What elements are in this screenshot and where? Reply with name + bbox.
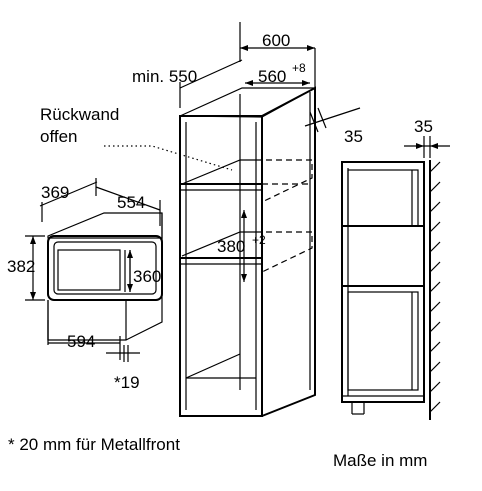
dim-600: 600 bbox=[239, 22, 316, 95]
units-note: Maße in mm bbox=[333, 451, 427, 470]
dim-560: 560 +8 bbox=[245, 61, 310, 86]
footnote-metallfront: * 20 mm für Metallfront bbox=[8, 435, 180, 454]
label-360: 360 bbox=[133, 267, 161, 286]
label-594: 594 bbox=[67, 332, 95, 351]
dim-min-550: min. 550 bbox=[132, 59, 243, 108]
label-600: 600 bbox=[262, 31, 290, 50]
dim-rear-35: 35 bbox=[304, 107, 363, 146]
dim-360: 360 bbox=[127, 250, 161, 292]
label-side-35: 35 bbox=[414, 117, 433, 136]
dim-380: 380 +2 bbox=[217, 210, 266, 282]
wall-hatching bbox=[429, 161, 441, 413]
label-offen: offen bbox=[40, 127, 78, 146]
label-560-tol: +8 bbox=[292, 61, 306, 75]
dim-369: 369 bbox=[39, 178, 98, 222]
dim-594: 594 bbox=[47, 320, 121, 360]
rueckwand-callout: Rückwand offen bbox=[40, 105, 233, 171]
dim-382: 382 bbox=[7, 235, 45, 301]
label-382: 382 bbox=[7, 257, 35, 276]
dim-19: *19 bbox=[106, 345, 140, 392]
dim-554: 554 bbox=[95, 186, 161, 226]
label-560: 560 bbox=[258, 67, 286, 86]
label-554: 554 bbox=[117, 193, 145, 212]
label-369: 369 bbox=[41, 183, 69, 202]
label-min-550: min. 550 bbox=[132, 67, 197, 86]
label-rear-35: 35 bbox=[344, 127, 363, 146]
dim-side-35: 35 bbox=[404, 117, 450, 158]
label-380-tol: +2 bbox=[252, 233, 266, 247]
label-19: *19 bbox=[114, 373, 140, 392]
label-rueckwand: Rückwand bbox=[40, 105, 119, 124]
side-section bbox=[341, 160, 441, 420]
label-380: 380 bbox=[217, 237, 245, 256]
tall-cabinet bbox=[179, 86, 316, 417]
